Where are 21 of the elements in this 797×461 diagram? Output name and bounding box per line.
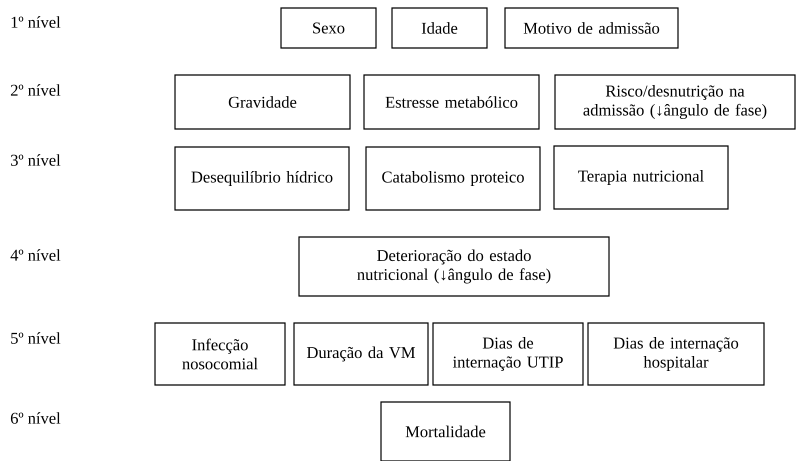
factor-box: Risco/desnutrição na admissão (↓ângulo de fase) — [554, 74, 796, 130]
factor-box: Mortalidade — [380, 401, 511, 461]
level-label: 1º nível — [12, 16, 60, 28]
factor-box: Idade — [391, 7, 488, 49]
factor-box: Dias de internação hospitalar — [587, 322, 765, 386]
level-label: 6º nível — [10, 412, 60, 424]
factor-box: Deterioração do estado nutricional (↓ângulo de fase) — [298, 236, 610, 297]
factor-box: Dias de internação UTIP — [432, 322, 584, 386]
factor-box: Gravidade — [174, 74, 351, 130]
factor-box: Motivo de admissão — [504, 7, 679, 49]
level-label: 3º nível — [11, 154, 60, 166]
factor-box: Terapia nutricional — [553, 145, 729, 210]
factor-box: Estresse metabólico — [363, 74, 540, 130]
factor-box: Sexo — [280, 7, 377, 49]
level-label: 2º nível — [10, 84, 60, 96]
factor-box: Infecção nosocomial — [154, 322, 286, 386]
level-label: 4º nível — [10, 249, 60, 261]
factor-box: Catabolismo proteico — [365, 146, 541, 211]
level-label: 5º nível — [11, 332, 60, 344]
factor-box: Desequilíbrio hídrico — [174, 146, 350, 211]
factor-box: Duração da VM — [293, 322, 429, 386]
